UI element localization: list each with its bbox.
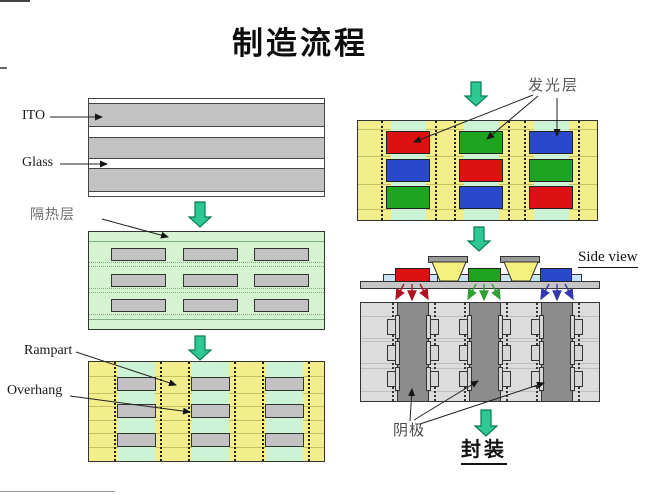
contact-tab (395, 341, 400, 365)
contact-tab (426, 367, 431, 391)
contact-tab (467, 367, 472, 391)
side-view-label: Side view (578, 249, 638, 269)
organic-layer-blue (540, 268, 572, 282)
rampart-label: Rampart (24, 343, 73, 358)
edge-mark-bottom-left (0, 491, 115, 492)
grid-line (89, 241, 324, 242)
column-dashed-line (508, 121, 510, 220)
contact-tab (498, 341, 503, 365)
insulation-bar (111, 248, 166, 261)
encapsulation-label: 封装 (461, 439, 507, 465)
contact-tab (395, 315, 400, 339)
grid-line (89, 266, 324, 267)
column-dashed-line (435, 121, 437, 220)
rampart-bar (265, 404, 304, 418)
insulation-bar (254, 248, 309, 261)
insulation-bar (183, 274, 238, 287)
cathode-label: 阴极 (393, 422, 426, 439)
emitting-cell-blue (459, 186, 503, 209)
emitting-cell-red (529, 186, 573, 209)
contact-tab (570, 367, 575, 391)
contact-tab (570, 341, 575, 365)
contact-tab (570, 315, 575, 339)
grid-line (89, 292, 324, 293)
insulation-bar (111, 299, 166, 312)
insulation-bar (254, 274, 309, 287)
rampart-bar (117, 433, 156, 447)
rampart-bar (191, 377, 230, 391)
rampart-bar (265, 377, 304, 391)
column-dashed-line (234, 362, 236, 461)
overhang-cap (500, 256, 540, 263)
grid-line (89, 319, 324, 320)
insulation-bar (254, 299, 309, 312)
insulation-bar (183, 248, 238, 261)
organic-layer-green (468, 268, 501, 282)
grid-line (89, 262, 324, 263)
emitting-cell-green (529, 159, 573, 182)
organic-layer-red (395, 268, 430, 282)
contact-tab (498, 367, 503, 391)
ito-stripe (89, 103, 324, 127)
cathode-bar (397, 303, 429, 401)
edge-mark-left (0, 67, 7, 69)
column-dashed-line (262, 362, 264, 461)
rampart-bar (191, 433, 230, 447)
contact-tab (426, 341, 431, 365)
edge-mark-top-left (0, 0, 30, 2)
grid-line (89, 314, 324, 315)
insulation-label: 隔热层 (30, 206, 75, 222)
contact-tab (539, 315, 544, 339)
contact-tab (395, 367, 400, 391)
emitting-cell-green (386, 186, 430, 209)
cathode-bar (541, 303, 573, 401)
substrate-bar (360, 281, 600, 289)
rampart-bar (191, 404, 230, 418)
column-dashed-line (454, 121, 456, 220)
contact-tab (539, 341, 544, 365)
cathode-panel (360, 302, 600, 402)
emitting-cell-blue (386, 159, 430, 182)
overhang-cap (428, 256, 468, 263)
column-dashed-line (524, 121, 526, 220)
grid-line (89, 288, 324, 289)
column-dashed-line (381, 121, 383, 220)
emitting-cell-blue (529, 131, 573, 154)
ito-stripe (89, 137, 324, 159)
emitting-layer-label: 发光层 (528, 77, 580, 94)
emitting-cell-red (459, 159, 503, 182)
cathode-bar (469, 303, 501, 401)
insulation-bar (183, 299, 238, 312)
rampart-bar (265, 433, 304, 447)
contact-tab (498, 315, 503, 339)
contact-tab (426, 315, 431, 339)
ito-label: ITO (22, 108, 46, 123)
column-dashed-line (578, 121, 580, 220)
glass-label: Glass (22, 155, 54, 170)
overhang-label: Overhang (7, 383, 63, 398)
insulation-bar (111, 274, 166, 287)
glass-ito-panel (88, 98, 325, 197)
contact-tab (467, 315, 472, 339)
contact-tab (467, 341, 472, 365)
slide-title: 制造流程 (232, 26, 368, 61)
contact-tab (539, 367, 544, 391)
column-dashed-line (308, 362, 310, 461)
ito-stripe (89, 168, 324, 192)
insulation-panel (88, 231, 325, 330)
